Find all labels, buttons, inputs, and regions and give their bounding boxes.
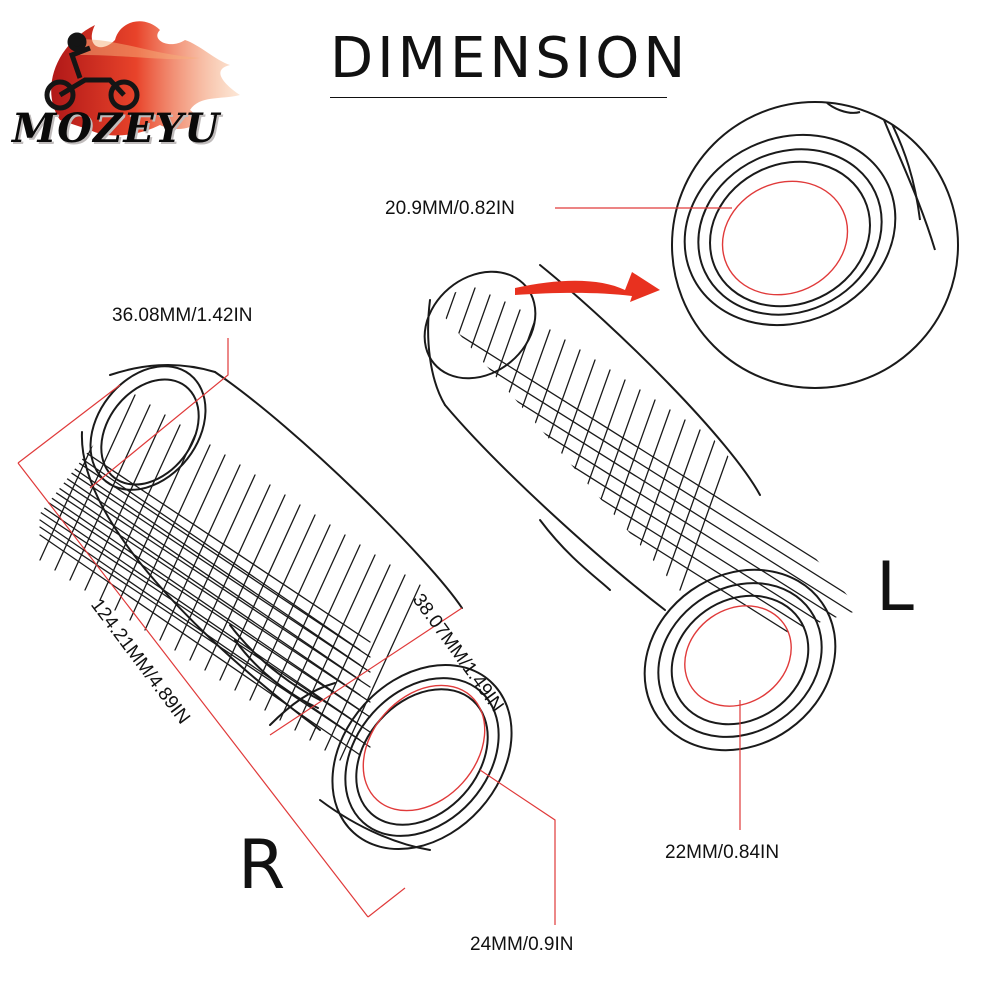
- magnifier-circle-icon: [671, 101, 959, 389]
- curved-arrow-icon: [515, 272, 660, 302]
- side-label-right: R: [238, 826, 286, 905]
- rider-helmet: [67, 32, 87, 52]
- side-label-left: L: [876, 548, 914, 627]
- left-body-side-lower: [444, 404, 666, 611]
- label-left-bore: 22MM/0.84IN: [665, 842, 780, 863]
- right-grip-pattern: [39, 385, 421, 761]
- front-wheel: [108, 79, 140, 111]
- right-chevron: [229, 624, 321, 701]
- leader-top-diameter: [89, 338, 229, 489]
- bike-frame: [58, 77, 126, 98]
- zoom-cap-inner: [709, 160, 871, 308]
- page-title: DIMENSION: [330, 26, 690, 91]
- arrow-shape: [515, 272, 660, 302]
- zoom-cap-outer: [683, 133, 897, 327]
- right-top-cap: [89, 365, 207, 491]
- right-body-side-lower: [80, 431, 321, 731]
- rider-icon: [44, 32, 140, 111]
- title-underline: [330, 97, 667, 98]
- rear-wheel: [44, 79, 76, 111]
- rider-body: [68, 45, 91, 79]
- right-body-side-upper: [214, 371, 463, 609]
- zoom-right-ridge: [889, 119, 921, 221]
- total-length-start: [17, 384, 121, 464]
- total-length-line: [17, 462, 369, 918]
- label-inner-diameter-detail: 20.9MM/0.82IN: [385, 198, 515, 219]
- label-top-diameter: 36.08MM/1.42IN: [112, 305, 253, 326]
- left-end-cap-ring: [657, 582, 823, 738]
- left-end-cap-inner: [670, 594, 810, 726]
- left-top-cap: [423, 270, 537, 380]
- flame-logo-icon: [51, 21, 241, 136]
- total-length-end: [367, 887, 406, 918]
- right-chevron-2: [234, 639, 319, 709]
- left-chevron: [539, 519, 611, 591]
- brand-name: MOZEYU: [12, 105, 221, 152]
- right-grip: [39, 364, 513, 851]
- dimension-lines: [17, 207, 741, 925]
- flame-highlight: [70, 39, 200, 60]
- right-collar: [269, 682, 336, 726]
- zoom-top-ridge: [819, 102, 861, 114]
- right-end-cap-ring: [344, 677, 500, 837]
- left-end-cap-outer: [643, 568, 837, 752]
- zoom-circle-border: [671, 101, 959, 389]
- zoom-right-edge: [879, 109, 936, 251]
- outer-diameter-line: [269, 607, 463, 736]
- right-base-edge: [319, 799, 431, 851]
- leader-right-bore: [479, 769, 556, 925]
- right-top-cap-inner: [100, 378, 200, 486]
- right-top-edge: [109, 364, 216, 376]
- left-inner-bore: [684, 605, 792, 707]
- right-end-cap-outer: [331, 663, 513, 851]
- zoom-cap-ring: [697, 148, 883, 316]
- zoom-inner-bore: [721, 180, 849, 296]
- left-top-side: [427, 299, 446, 406]
- label-right-bore: 24MM/0.9IN: [470, 934, 574, 955]
- right-inner-bore: [362, 684, 486, 812]
